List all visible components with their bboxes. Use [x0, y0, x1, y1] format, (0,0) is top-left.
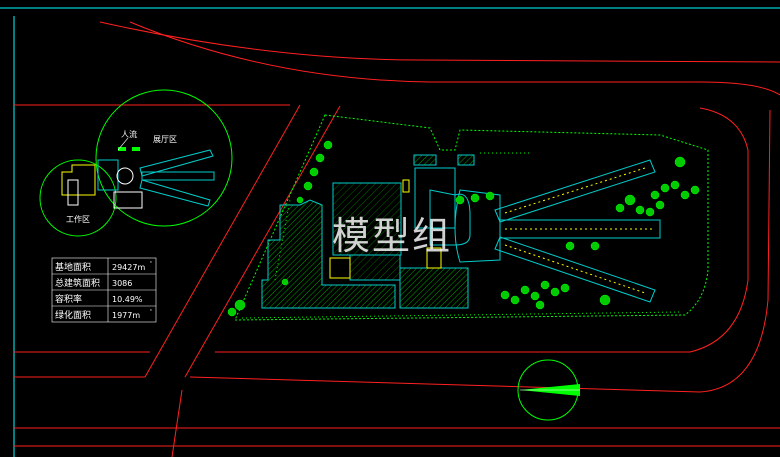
- site-boundary: [234, 114, 709, 321]
- zone-label-work: 工作区: [66, 214, 90, 224]
- paths: [241, 152, 681, 319]
- indicator-table: [51, 257, 157, 323]
- concept-diagram: 人流 展厅区 工作区: [39, 89, 233, 237]
- indicator-rows: 基地面积 29427m ' 总建筑面积 3086 容积率 10.49% 绿化面积…: [55, 260, 152, 321]
- indicator-value: 1977m: [112, 311, 140, 320]
- indicator-value: 10.49%: [112, 295, 143, 304]
- watermark-text: 模型组: [332, 214, 453, 258]
- indicator-unit-mark: ': [150, 260, 152, 268]
- trees: [227, 140, 700, 317]
- roads: [14, 21, 780, 457]
- indicator-value: 3086: [112, 279, 132, 288]
- north-arrow: [517, 359, 580, 421]
- indicator-unit-mark: ': [150, 308, 152, 316]
- zone-label-people: 人流: [121, 129, 137, 139]
- indicator-label: 绿化面积: [55, 309, 91, 321]
- indicator-label: 基地面积: [55, 261, 91, 273]
- indicator-label: 容积率: [55, 293, 82, 305]
- exhibition-wings: [454, 159, 661, 303]
- indicator-value: 29427m: [112, 263, 145, 272]
- zone-label-exhibition: 展厅区: [153, 135, 177, 144]
- drawing-frame: [0, 7, 780, 457]
- indicator-label: 总建筑面积: [55, 277, 100, 289]
- main-buildings: [261, 154, 475, 309]
